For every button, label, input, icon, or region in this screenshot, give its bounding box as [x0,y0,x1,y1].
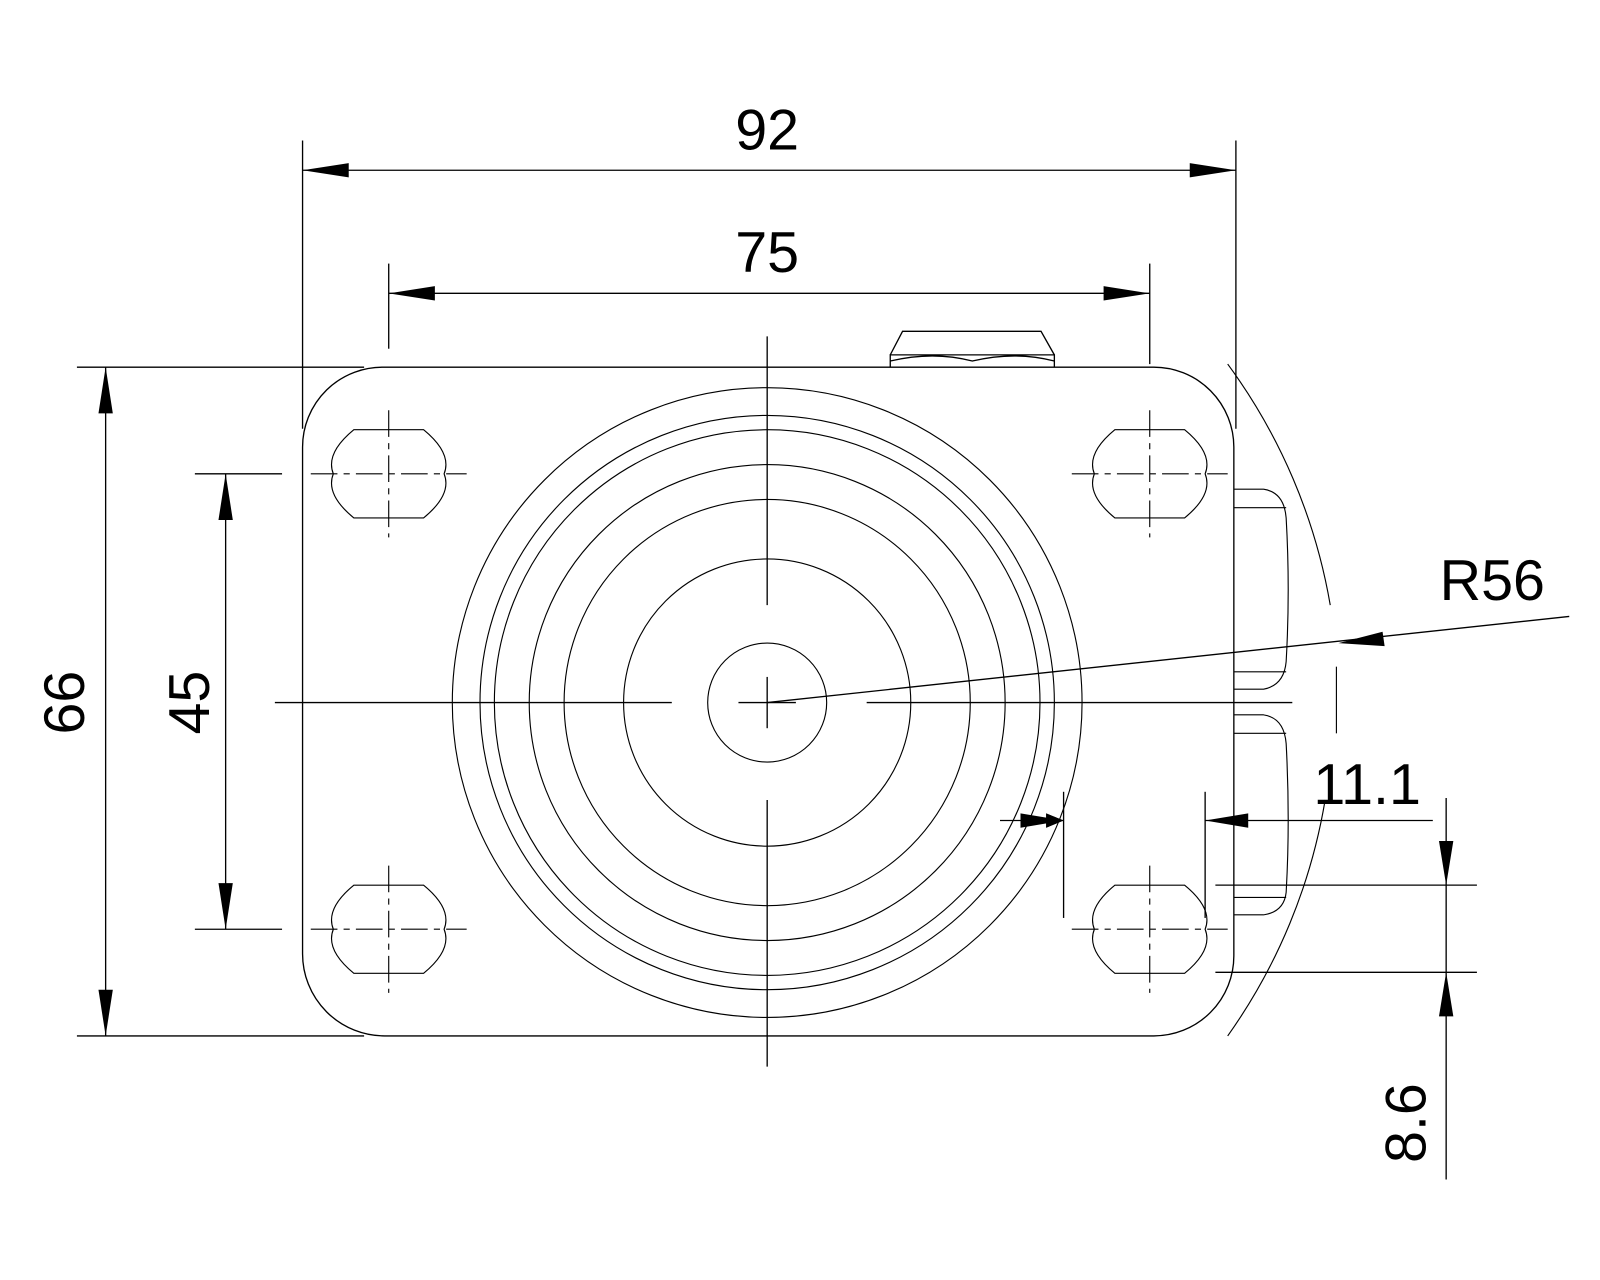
nut [889,330,1056,368]
centerlines [274,336,1293,1067]
mounting-hole [310,410,467,538]
dimension-11-1: 11.1 [999,753,1433,918]
dimension-8-6: 8.6 [1215,797,1477,1180]
dimension-label: 11.1 [1313,753,1421,817]
dimension-label: 8.6 [1375,1083,1439,1163]
dimension-label: R56 [1440,549,1545,613]
dimension-r56: R56 [767,549,1570,704]
mounting-holes [310,410,1228,993]
dimension-label: 66 [33,671,97,735]
kingpin-hole [707,642,828,763]
dimension-label: 92 [735,99,799,163]
top-plate-outline [301,366,1235,1037]
dimension-92: 92 [301,99,1237,429]
dimension-label: 75 [735,221,799,285]
swivel-radius-arc [1227,363,1337,1037]
dimension-75: 75 [388,221,1151,365]
side-lugs [1233,488,1289,916]
mounting-hole [1071,865,1228,993]
mounting-hole [310,865,467,993]
dimension-label: 45 [158,671,222,735]
dimension-45: 45 [158,473,283,930]
mounting-hole [1071,410,1228,538]
dimension-66: 66 [33,366,365,1037]
